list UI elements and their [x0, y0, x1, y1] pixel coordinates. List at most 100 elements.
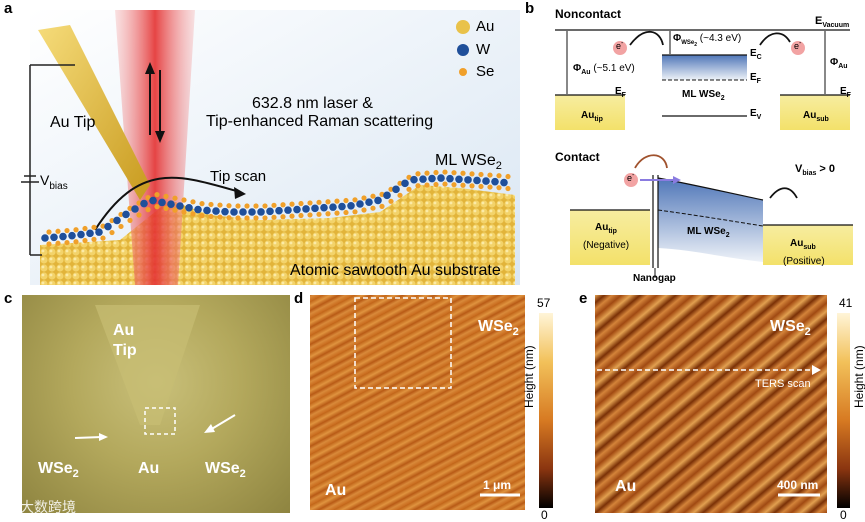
se-atom — [397, 180, 403, 186]
noncontact-title: Noncontact — [555, 7, 621, 21]
w-atom — [338, 202, 346, 211]
d-scalebar-label: 1 μm — [483, 478, 512, 492]
w-atom — [446, 174, 454, 183]
se-atom — [361, 195, 367, 201]
se-atom — [82, 225, 88, 232]
phi-au-right-label: ΦAu — [830, 57, 848, 70]
watermark: 大数跨境 — [20, 499, 76, 515]
w-atom — [68, 231, 76, 240]
se-atom — [478, 171, 484, 178]
se-atom — [442, 181, 448, 187]
e-cbar-label: Height (nm) — [852, 345, 865, 408]
se-atom — [253, 215, 259, 221]
se-atom — [316, 211, 322, 217]
w-atom — [302, 205, 310, 213]
e-au-label: Au — [615, 478, 637, 495]
w-atom — [122, 210, 130, 219]
se-atom — [388, 186, 394, 192]
negative-label: (Negative) — [583, 240, 630, 251]
se-atom — [271, 202, 277, 208]
w-atom — [104, 222, 112, 231]
vbias-gt-label: Vbias > 0 — [795, 163, 836, 178]
w-atom — [230, 208, 238, 216]
w-atom — [374, 196, 382, 205]
panel-c: c Au Tip WSe2 Au WSe2 — [0, 290, 290, 519]
se-atom — [55, 240, 61, 246]
w-atom — [275, 206, 283, 215]
se-atom — [496, 173, 502, 179]
se-atom — [46, 241, 52, 247]
se-atom — [100, 235, 106, 241]
w-atom — [221, 207, 229, 216]
se-atom — [334, 198, 340, 204]
panel-a-illustration — [21, 10, 520, 285]
w-atom — [284, 206, 292, 214]
d-wse2-label: WSe2 — [478, 318, 519, 339]
w-atom — [203, 206, 211, 215]
w-atom — [239, 208, 247, 216]
c-tip-label: Tip — [113, 342, 137, 359]
au-tip-contact-label: Autip — [595, 222, 617, 235]
se-atom — [73, 227, 79, 233]
w-atom — [473, 176, 481, 185]
w-atom — [149, 196, 157, 205]
w-atom — [41, 234, 49, 242]
se-atom — [55, 228, 61, 234]
se-atom — [235, 215, 241, 221]
se-atom — [244, 215, 250, 221]
se-atom — [388, 198, 394, 204]
w-atom — [410, 175, 418, 184]
nanogap-label: Nanogap — [633, 273, 676, 284]
se-atom — [118, 223, 124, 230]
wse2-chain — [41, 169, 511, 247]
panel-c-letter: c — [4, 290, 13, 307]
colorbar-e — [837, 313, 850, 508]
w-atom — [185, 204, 193, 212]
se-atom — [64, 239, 70, 246]
w-atom — [419, 175, 427, 183]
se-atom — [460, 182, 466, 188]
w-atom — [140, 199, 148, 208]
w-atom — [464, 176, 472, 184]
se-atom — [307, 200, 313, 206]
evacuum-label: EVacuum — [815, 15, 850, 30]
se-atom — [370, 193, 376, 199]
band-diagrams — [555, 29, 853, 278]
se-atom — [109, 229, 115, 236]
se-atom — [487, 184, 493, 190]
w-atom — [158, 198, 166, 207]
se-atom — [253, 203, 259, 209]
e-cbar-min: 0 — [840, 508, 847, 522]
se-atom — [136, 212, 142, 218]
se-atom — [316, 199, 322, 205]
w-atom — [257, 208, 265, 216]
se-atom — [226, 215, 232, 221]
w-atom — [455, 175, 463, 184]
se-atom — [505, 185, 511, 192]
e-ters-label: TERS scan — [755, 378, 811, 390]
se-atom — [208, 201, 214, 208]
se-atom — [172, 207, 178, 213]
se-atom — [496, 185, 502, 191]
se-atom — [406, 174, 412, 180]
contact-title: Contact — [555, 150, 600, 164]
se-atom — [415, 171, 421, 177]
se-atom — [190, 211, 196, 217]
w-atom — [77, 230, 85, 239]
se-atom — [424, 170, 430, 176]
se-atom — [226, 203, 232, 209]
tip-scan-label: Tip scan — [210, 168, 267, 185]
e-scalebar-label: 400 nm — [777, 478, 819, 492]
phi-au-left-label: ΦAu (~5.1 eV) — [573, 63, 635, 76]
se-atom — [460, 170, 466, 176]
electron-right-label: e- — [794, 40, 802, 51]
se-atom — [163, 205, 169, 211]
w-atom — [383, 191, 391, 200]
se-atom — [271, 214, 277, 220]
electron-left-label: e- — [616, 40, 624, 51]
au-sub-box-label: Ausub — [803, 110, 829, 123]
se-atom — [145, 207, 151, 213]
se-atom — [433, 181, 439, 188]
c-au-bottom-label: Au — [138, 460, 160, 477]
se-atom — [172, 195, 178, 201]
